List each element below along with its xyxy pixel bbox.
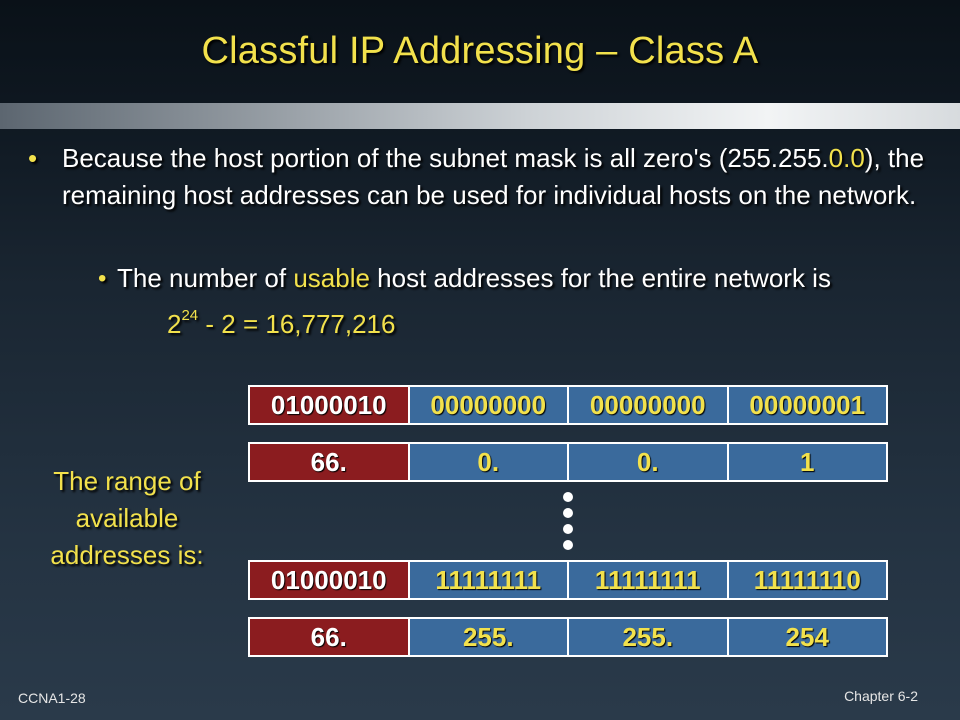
- octet-cell-network: 66.: [250, 619, 408, 655]
- octet-cell-host: 11111110: [728, 562, 886, 598]
- octet-cell-host: 1: [728, 444, 886, 480]
- octet-cell-network: 01000010: [250, 562, 408, 598]
- host-count-formula: 224 - 2 = 16,777,216: [167, 307, 396, 339]
- title-divider-bar: [0, 103, 960, 129]
- mask-highlight: 0.0: [828, 143, 865, 173]
- octet-cell-host: 00000001: [728, 387, 886, 423]
- octet-cell-host: 0.: [409, 444, 567, 480]
- first-address-decimal-row: 66. 0. 0. 1: [248, 442, 888, 482]
- ellipsis-vertical-icon: [563, 492, 575, 556]
- bullet-text-part: host addresses for the entire network is: [369, 263, 831, 293]
- bullet-dot-icon: •: [28, 143, 38, 173]
- footer-chapter: Chapter 6-2: [844, 688, 918, 704]
- octet-cell-host: 11111111: [409, 562, 567, 598]
- bullet-text-part: ), the remaining host addresses can be u…: [62, 143, 925, 210]
- formula-result: - 2 = 16,777,216: [198, 309, 396, 339]
- octet-cell-host: 254: [728, 619, 886, 655]
- octet-cell-host: 00000000: [569, 387, 727, 423]
- octet-cell-host: 255.: [409, 619, 567, 655]
- octet-cell-host: 0.: [569, 444, 727, 480]
- last-address-decimal-row: 66. 255. 255. 254: [248, 617, 888, 657]
- formula-exponent: 24: [181, 307, 199, 324]
- slide-title: Classful IP Addressing – Class A: [201, 30, 759, 72]
- dot-shape: [563, 540, 573, 550]
- octet-cell-host: 00000000: [409, 387, 567, 423]
- bullet-host-portion: Because the host portion of the subnet m…: [62, 140, 932, 214]
- dot-shape: [563, 524, 573, 534]
- first-address-binary-row: 01000010 00000000 00000000 00000001: [248, 385, 888, 425]
- dot-shape: [563, 508, 573, 518]
- octet-cell-network: 01000010: [250, 387, 408, 423]
- sub-bullet-dot-icon: •: [98, 265, 107, 292]
- formula-base: 2: [167, 309, 182, 339]
- bullet-text-part: Because the host portion of the subnet m…: [62, 143, 829, 173]
- bullet-usable-hosts: The number of usable host addresses for …: [117, 260, 917, 343]
- last-address-binary-row: 01000010 11111111 11111111 11111110: [248, 560, 888, 600]
- octet-cell-network: 66.: [250, 444, 408, 480]
- octet-cell-host: 11111111: [569, 562, 727, 598]
- range-label: The range of available addresses is:: [50, 466, 204, 570]
- dot-shape: [563, 492, 573, 502]
- footer-slide-code: CCNA1-28: [18, 690, 86, 706]
- usable-highlight: usable: [293, 263, 370, 293]
- bullet-text-part: The number of: [117, 263, 294, 293]
- octet-cell-host: 255.: [569, 619, 727, 655]
